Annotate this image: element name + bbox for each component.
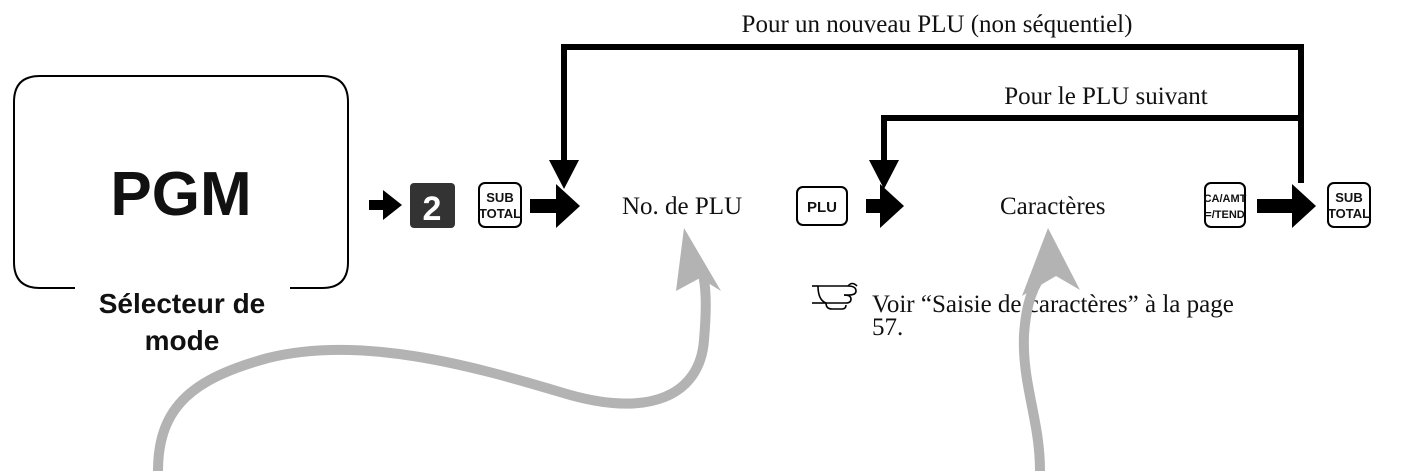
ca-amt-key-bottom: =/TEND (1205, 209, 1244, 221)
up-arrow-icon (676, 228, 721, 291)
right-arrow-icon (530, 184, 580, 228)
plu-number-label: No. de PLU (622, 193, 742, 220)
right-arrow-icon (866, 184, 904, 228)
note-line2: 57. (872, 314, 903, 341)
right-arrow-icon (1257, 184, 1316, 228)
down-arrow-icon (869, 160, 899, 189)
characters-label: Caractères (1000, 193, 1105, 220)
up-arrow-icon (1022, 228, 1080, 296)
digit-2-key-label: 2 (423, 190, 442, 228)
pointing-hand-icon (812, 282, 858, 310)
ca-amt-key: CA/AMT =/TEND (1204, 182, 1247, 228)
subtotal-key-2-bottom: TOTAL (1328, 206, 1370, 221)
note-line1: Voir “Saisie de caractères” à la page (872, 291, 1234, 318)
mode-pgm-label: PGM (110, 160, 251, 229)
subtotal-key-2: SUB TOTAL (1327, 182, 1371, 228)
subtotal-key-2-top: SUB (1335, 190, 1362, 205)
subtotal-key-1-bottom: TOTAL (479, 206, 521, 221)
plu-key-label: PLU (807, 199, 837, 216)
mode-selector-caption-line2: mode (145, 325, 220, 356)
plu-key: PLU (796, 186, 848, 226)
digit-2-key: 2 (410, 183, 455, 228)
inner-loop-line (881, 115, 1301, 165)
outer-loop-label: Pour un nouveau PLU (non séquentiel) (742, 11, 1133, 38)
subtotal-key-1: SUB TOTAL (478, 182, 522, 228)
subtotal-key-1-top: SUB (486, 190, 513, 205)
gray-curved-arrow-1 (153, 268, 711, 471)
mode-selector-frame (13, 75, 349, 289)
mode-selector-caption-line1: Sélecteur de (99, 288, 266, 319)
right-arrow-icon (369, 190, 402, 220)
down-arrow-icon (549, 160, 579, 189)
ca-amt-key-top: CA/AMT (1204, 193, 1247, 205)
inner-loop-label: Pour le PLU suivant (1004, 83, 1208, 110)
